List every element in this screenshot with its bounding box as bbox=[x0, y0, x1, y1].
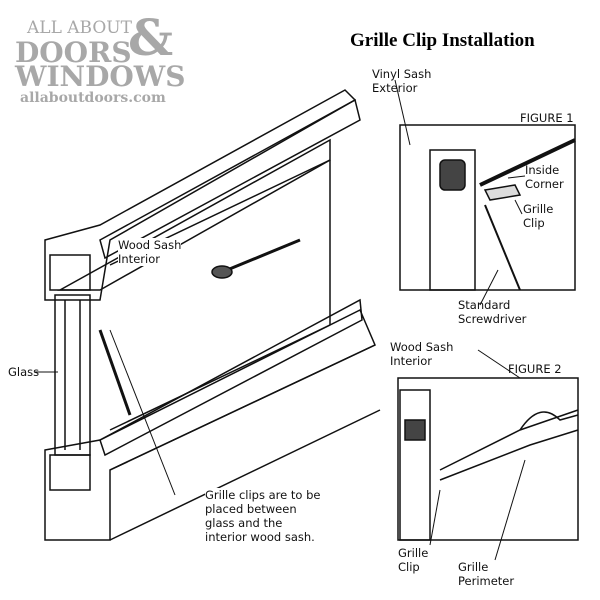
label-standard-screwdriver: Standard Screwdriver bbox=[458, 298, 527, 326]
label-wood-sash-fig2: Wood Sash Interior bbox=[390, 340, 454, 368]
installation-note: Grille clips are to be placed between gl… bbox=[205, 488, 321, 544]
label-vinyl-sash-exterior: Vinyl Sash Exterior bbox=[372, 67, 432, 95]
label-grille-clip-fig2: Grille Clip bbox=[398, 546, 429, 574]
figure-2-inset bbox=[397, 349, 579, 561]
label-figure-2: FIGURE 2 bbox=[508, 362, 562, 376]
label-wood-sash-main: Wood Sash Interior bbox=[118, 238, 182, 266]
figure-1-inset bbox=[394, 79, 576, 306]
label-grille-perimeter: Grille Perimeter bbox=[458, 560, 515, 588]
label-figure-1: FIGURE 1 bbox=[520, 111, 574, 125]
label-glass: Glass bbox=[8, 365, 40, 379]
page-title: Grille Clip Installation bbox=[350, 30, 535, 51]
label-inside-corner: Inside Corner bbox=[525, 163, 564, 191]
label-grille-clip-fig1: Grille Clip bbox=[523, 202, 554, 230]
main-sash-drawing bbox=[44, 89, 381, 541]
